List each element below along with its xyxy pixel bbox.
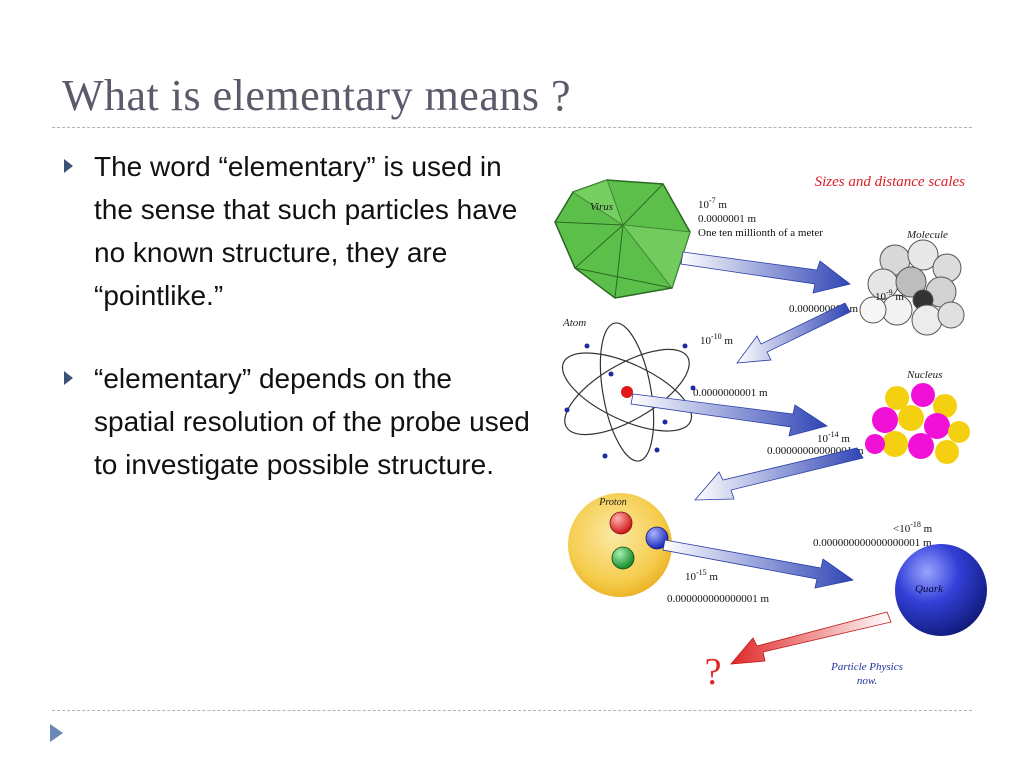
bullet-text: “elementary” depends on the spatial reso… xyxy=(94,363,530,480)
electron-dots xyxy=(564,343,696,459)
virus-exponent: -7 xyxy=(709,196,716,205)
virus-decimal: 0.0000001 m xyxy=(698,213,757,225)
footer-divider xyxy=(52,710,972,711)
nucleus-scale: 10-14 m xyxy=(817,430,850,445)
scale-arrow xyxy=(630,393,828,437)
red-quark-icon xyxy=(609,511,633,535)
bullet-list: The word “elementary” is used in the sen… xyxy=(62,145,532,526)
quark-icon xyxy=(895,544,987,636)
atom-scale: 10-10 m xyxy=(700,332,733,347)
diagram-heading: Sizes and distance scales xyxy=(815,174,966,190)
quark-scale: <10-18 m xyxy=(893,520,933,535)
molecule-scale: 10-9 m xyxy=(875,288,904,303)
virus-scale: 10-7 m xyxy=(698,196,727,211)
unknown-mark: ? xyxy=(705,651,722,693)
slide-next-icon[interactable] xyxy=(50,724,63,742)
particle-physics-now-label: Particle Physics xyxy=(830,661,903,673)
proton-decimal: 0.000000000000001 m xyxy=(667,593,770,605)
slide-title: What is elementary means ? xyxy=(62,71,572,120)
virus-words: One ten millionth of a meter xyxy=(698,227,823,239)
nucleus-label: Nucleus xyxy=(906,369,942,381)
molecule-label: Molecule xyxy=(906,229,948,241)
bullet-arrow-icon xyxy=(64,371,73,385)
scale-arrow xyxy=(736,302,851,364)
green-quark-icon xyxy=(611,546,635,570)
nucleus-icon xyxy=(865,383,970,464)
molecule-exponent: -9 xyxy=(886,288,893,297)
bullet-arrow-icon xyxy=(64,159,73,173)
title-divider xyxy=(52,127,972,128)
red-arrow xyxy=(730,611,892,665)
virus-label: Virus xyxy=(590,201,613,213)
virus-icon xyxy=(554,179,691,299)
atom-exponent: -10 xyxy=(711,332,722,341)
particle-physics-now-label-2: now. xyxy=(857,675,877,687)
quark-decimal: 0.000000000000000001 m xyxy=(813,537,932,549)
blue-quark-icon xyxy=(645,526,669,550)
bullet-item: “elementary” depends on the spatial reso… xyxy=(62,357,532,486)
proton-label: Proton xyxy=(598,497,626,508)
nucleus-exponent: -14 xyxy=(828,430,839,439)
scale-arrow xyxy=(694,447,864,501)
bullet-item: The word “elementary” is used in the sen… xyxy=(62,145,532,317)
size-scale-diagram: Sizes and distance scales Virus 10-7 m 0… xyxy=(554,174,987,693)
quark-exponent: -18 xyxy=(910,520,921,529)
scale-arrow xyxy=(680,251,851,294)
scale-arrow xyxy=(662,539,854,589)
quark-label: Quark xyxy=(915,583,944,595)
molecule-icon xyxy=(859,239,965,336)
proton-scale: 10-15 m xyxy=(685,568,718,583)
atom-label: Atom xyxy=(562,317,586,329)
atom-decimal: 0.0000000001 m xyxy=(693,387,768,399)
bullet-text: The word “elementary” is used in the sen… xyxy=(94,151,518,311)
proton-exponent: -15 xyxy=(696,568,707,577)
atom-icon xyxy=(561,322,693,462)
atom-nucleus-dot xyxy=(621,386,633,398)
proton-icon xyxy=(568,493,672,597)
